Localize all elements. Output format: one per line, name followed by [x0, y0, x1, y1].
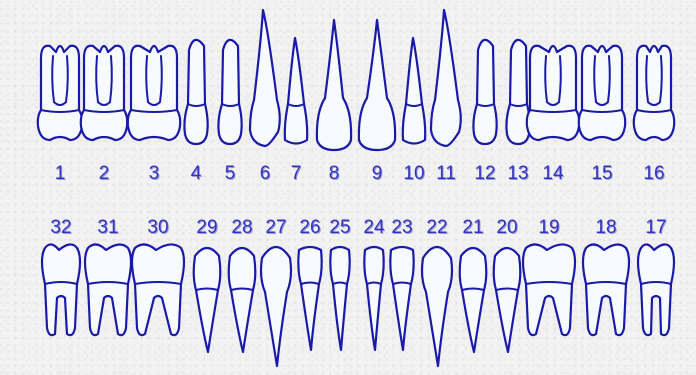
lower-tooth-30 — [132, 244, 184, 335]
lower-tooth-23 — [390, 247, 413, 350]
lower-tooth-number: 24 — [363, 218, 384, 237]
upper-tooth-number: 8 — [329, 164, 340, 183]
lower-tooth-18 — [583, 244, 629, 335]
upper-tooth-12 — [473, 40, 496, 144]
upper-tooth-3 — [128, 46, 180, 140]
lower-tooth-number: 21 — [462, 218, 483, 237]
lower-tooth-20 — [494, 248, 521, 352]
upper-tooth-number: 12 — [474, 164, 495, 183]
upper-tooth-number: 11 — [436, 164, 456, 183]
lower-tooth-27 — [261, 247, 291, 366]
upper-tooth-1 — [38, 46, 82, 140]
upper-tooth-13 — [506, 40, 529, 144]
lower-tooth-number: 30 — [147, 218, 168, 237]
upper-tooth-number: 1 — [55, 164, 66, 183]
upper-tooth-number: 5 — [225, 164, 236, 183]
lower-tooth-26 — [298, 247, 321, 350]
upper-tooth-number: 4 — [191, 164, 202, 183]
upper-tooth-2 — [81, 46, 127, 140]
upper-tooth-14 — [527, 46, 579, 140]
upper-tooth-number: 7 — [291, 164, 302, 183]
lower-tooth-25 — [330, 247, 349, 350]
lower-tooth-number: 27 — [265, 218, 286, 237]
lower-tooth-number: 31 — [97, 218, 118, 237]
lower-tooth-number: 22 — [426, 218, 447, 237]
upper-tooth-16 — [634, 46, 674, 140]
lower-tooth-number: 25 — [329, 218, 350, 237]
upper-tooth-4 — [184, 40, 207, 144]
lower-tooth-number: 28 — [231, 218, 252, 237]
lower-tooth-29 — [194, 248, 221, 352]
lower-tooth-number: 29 — [196, 218, 217, 237]
upper-tooth-number: 6 — [260, 164, 271, 183]
upper-tooth-7 — [285, 38, 307, 144]
upper-tooth-number: 9 — [372, 164, 383, 183]
upper-tooth-9 — [359, 20, 395, 150]
lower-tooth-number: 26 — [299, 218, 320, 237]
upper-tooth-5 — [218, 40, 241, 144]
upper-tooth-15 — [579, 46, 625, 140]
lower-tooth-31 — [85, 244, 131, 335]
lower-tooth-number: 18 — [595, 218, 616, 237]
upper-tooth-number: 10 — [403, 164, 424, 183]
lower-tooth-number: 32 — [50, 218, 71, 237]
upper-tooth-10 — [403, 38, 425, 144]
lower-tooth-22 — [422, 247, 452, 366]
upper-tooth-11 — [431, 10, 461, 146]
lower-tooth-number: 17 — [645, 218, 666, 237]
upper-tooth-number: 3 — [149, 164, 160, 183]
upper-tooth-6 — [250, 10, 280, 146]
lower-tooth-19 — [523, 244, 575, 335]
upper-tooth-number: 16 — [643, 164, 664, 183]
upper-tooth-8 — [317, 20, 351, 150]
lower-tooth-17 — [638, 244, 674, 335]
lower-tooth-number: 19 — [538, 218, 559, 237]
upper-tooth-number: 2 — [99, 164, 110, 183]
lower-tooth-28 — [229, 248, 256, 352]
lower-tooth-32 — [42, 244, 80, 335]
upper-tooth-number: 15 — [591, 164, 612, 183]
upper-tooth-number: 13 — [507, 164, 528, 183]
lower-tooth-number: 20 — [496, 218, 517, 237]
lower-tooth-21 — [460, 248, 487, 352]
lower-tooth-24 — [364, 247, 383, 350]
upper-tooth-number: 14 — [542, 164, 563, 183]
lower-tooth-number: 23 — [391, 218, 412, 237]
